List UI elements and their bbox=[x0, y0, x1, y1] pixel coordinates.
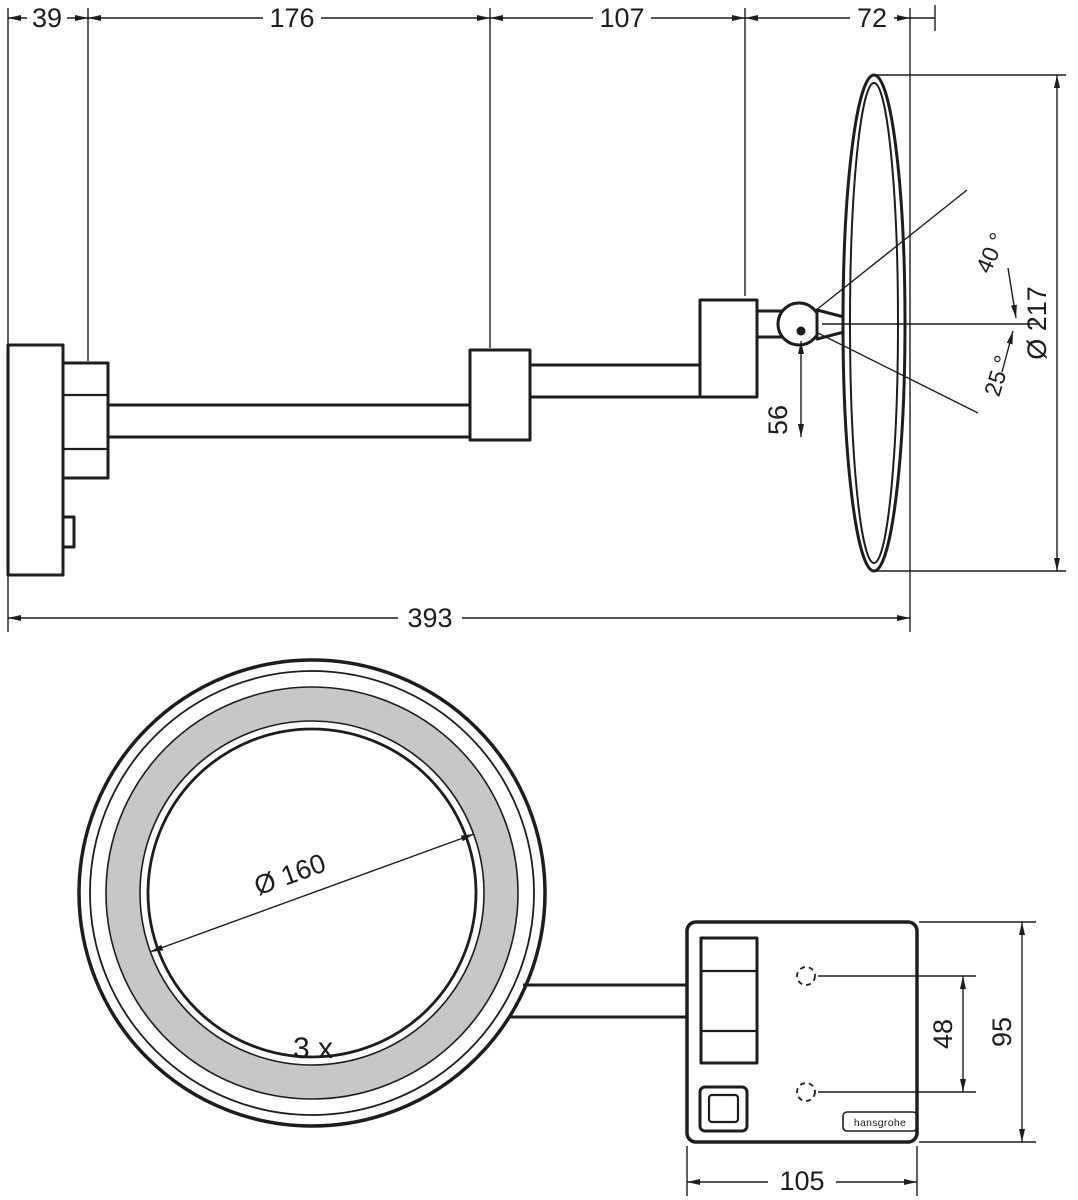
mirror-light-ring bbox=[106, 687, 518, 1099]
angle-up-arrow bbox=[1007, 267, 1017, 319]
angle-up-label: 40 ° bbox=[970, 229, 1010, 277]
dimension-arm1-label: 176 bbox=[269, 3, 314, 33]
plate-height-extension-lines bbox=[919, 921, 1036, 1143]
mirror-front-outer-rim bbox=[77, 658, 547, 1128]
dimension-arm2-label: 107 bbox=[599, 3, 644, 33]
mirror-glass-edge bbox=[146, 727, 478, 1059]
angle-down-line bbox=[817, 332, 979, 414]
arm-mount-block-front bbox=[699, 936, 759, 1065]
arm-segment-2 bbox=[528, 363, 702, 399]
dimension-glass-diameter-label: Ø 160 bbox=[250, 848, 329, 901]
mounting-hole-top bbox=[796, 966, 816, 986]
mounting-block-detail bbox=[63, 393, 108, 451]
side-view-dimensions: 39 176 107 72 393 Ø 217 56 40 ° bbox=[7, 3, 1066, 633]
pivot-ball bbox=[776, 301, 822, 347]
mirror-side-profile bbox=[841, 73, 907, 573]
side-view: 39 176 107 72 393 Ø 217 56 40 ° bbox=[6, 3, 1066, 633]
label-bg bbox=[27, 4, 67, 32]
dimension-total-label: 393 bbox=[407, 603, 452, 633]
mounting-block-side bbox=[61, 361, 110, 480]
wall-plate-side bbox=[6, 343, 65, 577]
arm-joint-middle bbox=[468, 348, 532, 442]
angle-up-line bbox=[814, 189, 968, 312]
label-bg bbox=[263, 4, 321, 32]
label-bg bbox=[593, 4, 651, 32]
power-switch-button bbox=[707, 1093, 740, 1124]
mounting-hole-bottom bbox=[796, 1082, 816, 1102]
power-switch-front bbox=[698, 1085, 749, 1133]
angle-down-arrow bbox=[1001, 330, 1014, 373]
magnification-label: 3 x bbox=[293, 1032, 333, 1065]
arm-stub-fill bbox=[520, 986, 703, 1016]
angle-down-label: 25 ° bbox=[979, 352, 1016, 399]
front-view: hansgrohe Ø 160 3 x 48 95 bbox=[77, 658, 1036, 1196]
dimension-pivot-drop-label: 56 bbox=[763, 405, 793, 435]
light-ring-outer-edge bbox=[105, 686, 519, 1100]
dimension-mirror-diameter-label: Ø 217 bbox=[1022, 286, 1052, 360]
label-bg bbox=[398, 604, 462, 632]
brand-badge bbox=[842, 1111, 918, 1132]
light-ring-inner-edge bbox=[139, 720, 485, 1066]
dimension-plate-height-label: 95 bbox=[987, 1017, 1017, 1047]
mirror-side-face-line bbox=[849, 82, 899, 564]
pivot-center-dot bbox=[796, 326, 806, 336]
brand-label: hansgrohe bbox=[854, 1117, 906, 1129]
label-bg bbox=[768, 1166, 836, 1194]
dimension-head-label: 72 bbox=[857, 3, 887, 33]
arm-segment-1 bbox=[106, 403, 472, 439]
dimension-plate-depth-label: 39 bbox=[32, 3, 62, 33]
label-bg bbox=[850, 4, 894, 32]
side-view-geometry bbox=[6, 73, 907, 577]
mirror-front-rim-inner-line bbox=[89, 670, 535, 1116]
hole-spacing-extension-lines bbox=[818, 975, 976, 1093]
arm-mount-block-detail bbox=[701, 969, 757, 1033]
arm-joint-outer bbox=[698, 298, 759, 399]
dimension-hole-spacing-label: 48 bbox=[928, 1019, 958, 1049]
power-switch-side bbox=[61, 515, 76, 549]
front-view-geometry: hansgrohe bbox=[77, 658, 919, 1144]
plate-width-extension-lines bbox=[686, 1146, 918, 1196]
extension-lines bbox=[7, 5, 1066, 632]
dimension-plate-width-label: 105 bbox=[779, 1166, 824, 1196]
arm-stub bbox=[510, 983, 705, 1019]
dimension-glass-diameter-line bbox=[149, 833, 475, 953]
